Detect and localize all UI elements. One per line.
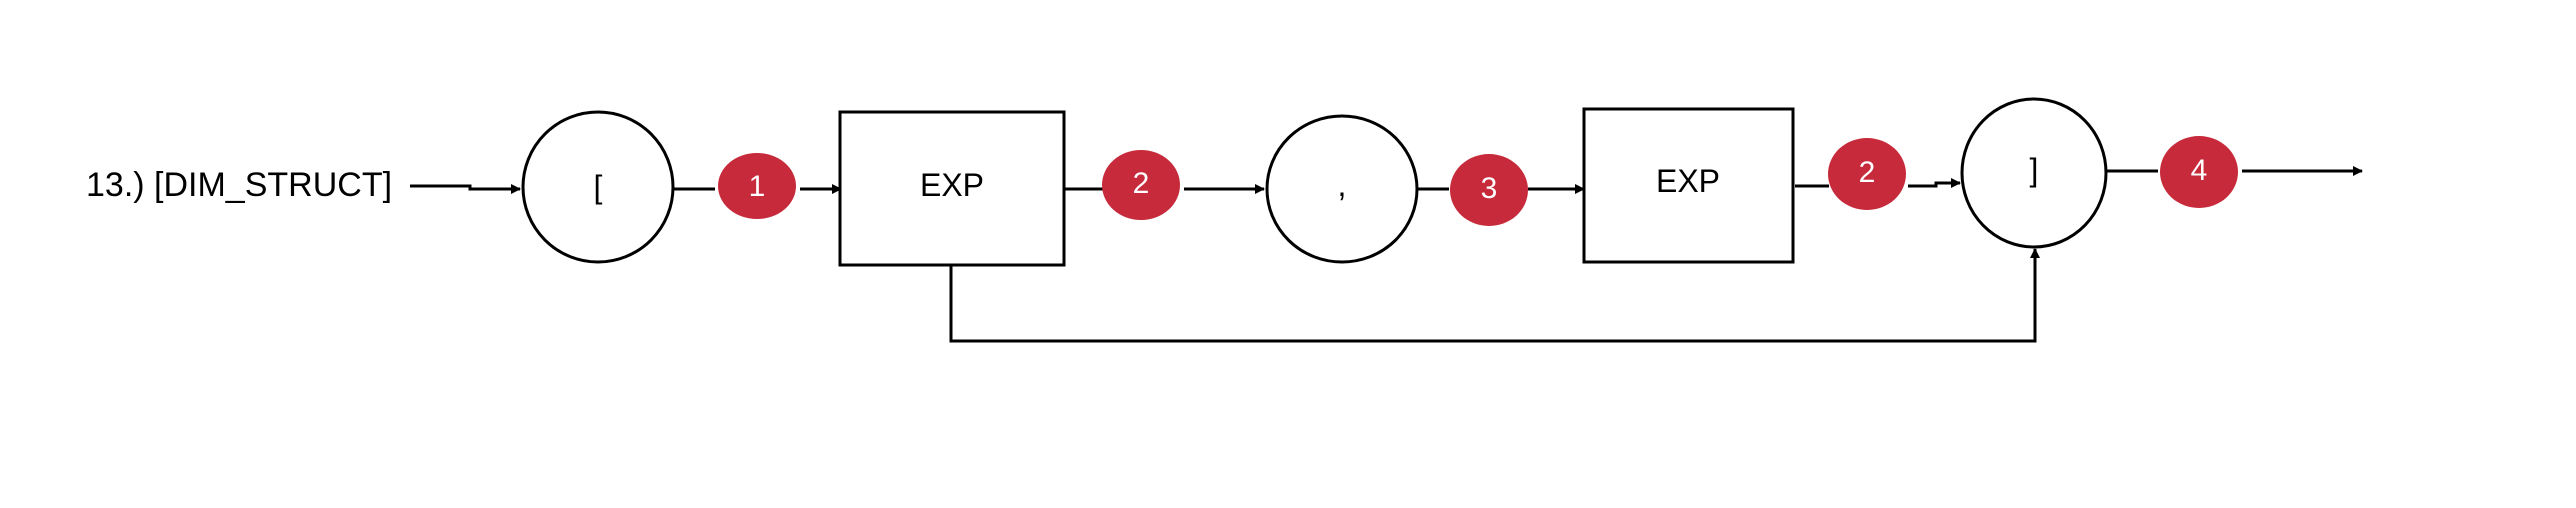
terminal-circle <box>521 110 675 264</box>
marker-3: 3 <box>1450 154 1528 226</box>
marker-label: 3 <box>1481 172 1498 205</box>
marker-label: 4 <box>2191 154 2208 187</box>
marker-2a: 2 <box>1102 150 1180 220</box>
edge-entry <box>410 184 521 194</box>
node-label: EXP <box>920 167 984 203</box>
edge-marker2b-to-close <box>1908 178 1961 188</box>
marker-badge <box>718 153 796 219</box>
marker-badge <box>2160 136 2238 208</box>
node-label: ] <box>2030 152 2039 188</box>
marker-badge <box>1828 138 1906 210</box>
nonterminal-box <box>1582 107 1795 264</box>
nonterminal-box <box>838 110 1066 267</box>
node-comma: , <box>1265 114 1419 264</box>
marker-label: 1 <box>749 170 766 203</box>
node-exp-1: EXP <box>838 110 1066 267</box>
marker-4: 4 <box>2160 136 2238 208</box>
node-label: [ <box>594 169 603 205</box>
marker-1: 1 <box>718 153 796 219</box>
node-exp-2: EXP <box>1582 107 1795 264</box>
marker-label: 2 <box>1859 156 1876 189</box>
terminal-circle <box>1265 114 1419 264</box>
edge-exp1-bypass-to-close <box>949 248 2040 343</box>
marker-badge <box>1102 150 1180 220</box>
marker-label: 2 <box>1133 167 1150 200</box>
node-open-bracket: [ <box>521 110 675 264</box>
terminal-circle <box>1960 97 2108 249</box>
rule-title: 13.) [DIM_STRUCT] <box>86 166 392 204</box>
marker-badge <box>1450 154 1528 226</box>
node-label: , <box>1338 167 1347 203</box>
node-close-bracket: ] <box>1960 97 2108 249</box>
node-label: EXP <box>1656 163 1720 199</box>
marker-2b: 2 <box>1828 138 1906 210</box>
